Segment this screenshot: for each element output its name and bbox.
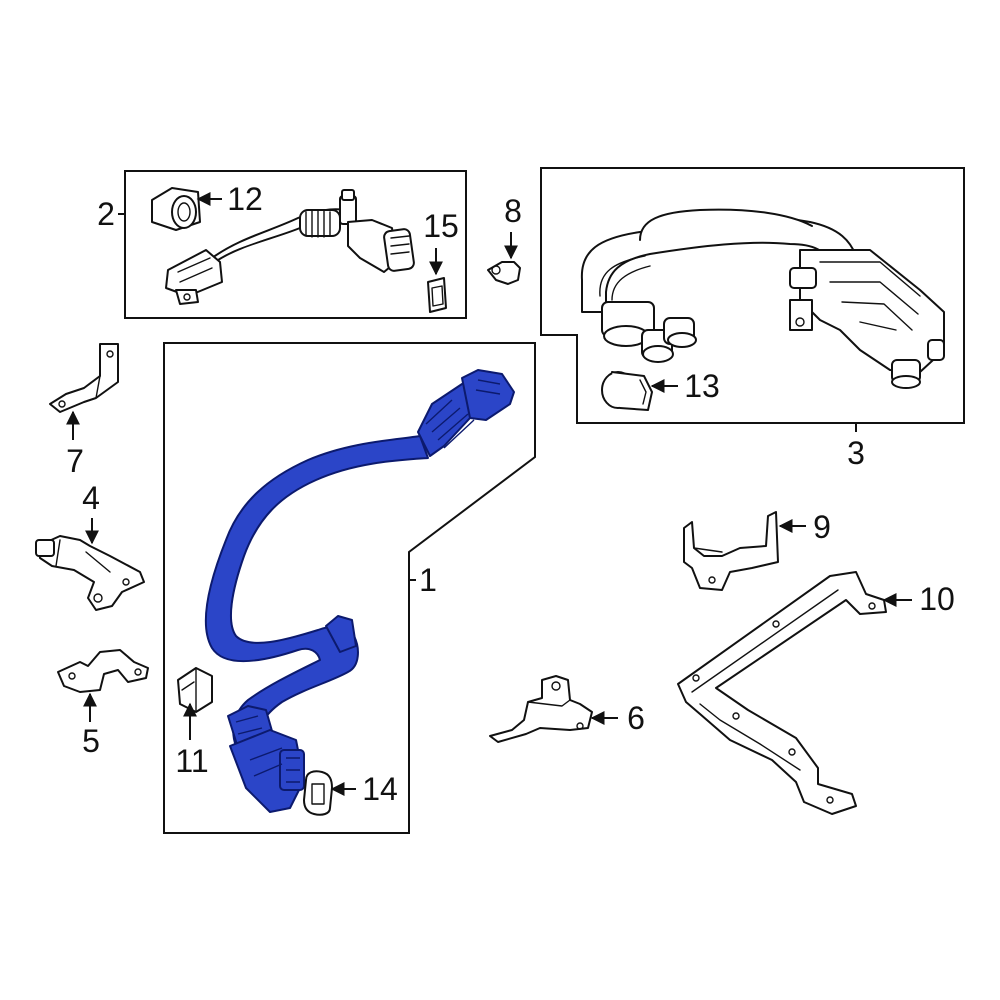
- part-12-clip[interactable]: [151, 187, 201, 231]
- callout-3: 3: [847, 435, 865, 471]
- callout-13: 13: [684, 368, 720, 404]
- callout-12: 12: [227, 181, 263, 217]
- part-8-clip[interactable]: [487, 261, 521, 285]
- part-4-bracket[interactable]: [35, 535, 145, 611]
- callout-14: 14: [362, 771, 398, 807]
- part-6-mount[interactable]: [489, 675, 593, 743]
- group-box-1: [163, 342, 536, 834]
- part-10-frame[interactable]: [677, 571, 887, 815]
- part-11-clip[interactable]: [177, 667, 213, 713]
- part-15-grommet[interactable]: [427, 277, 447, 313]
- callout-11: 11: [175, 743, 208, 779]
- group-box-3: [540, 167, 965, 424]
- callout-10: 10: [919, 581, 955, 617]
- part-13-clamp[interactable]: [601, 371, 653, 411]
- callout-15: 15: [423, 208, 459, 244]
- part-9-bracket[interactable]: [683, 511, 779, 591]
- callout-2: 2: [97, 196, 115, 232]
- callout-8: 8: [504, 193, 522, 229]
- part-7-bracket[interactable]: [49, 343, 119, 413]
- part-14-grommet[interactable]: [303, 770, 333, 816]
- callout-4: 4: [82, 480, 100, 516]
- part-3-assembly[interactable]: [580, 208, 945, 389]
- callout-5: 5: [82, 723, 100, 759]
- part-5-clamp[interactable]: [57, 649, 149, 693]
- group-box-2: [124, 170, 467, 319]
- callout-9: 9: [813, 509, 831, 545]
- callout-6: 6: [627, 700, 645, 736]
- part-1-hose-highlighted[interactable]: [204, 369, 515, 813]
- callout-1: 1: [419, 562, 437, 598]
- callout-7: 7: [66, 443, 84, 479]
- part-2-harness[interactable]: [165, 189, 415, 305]
